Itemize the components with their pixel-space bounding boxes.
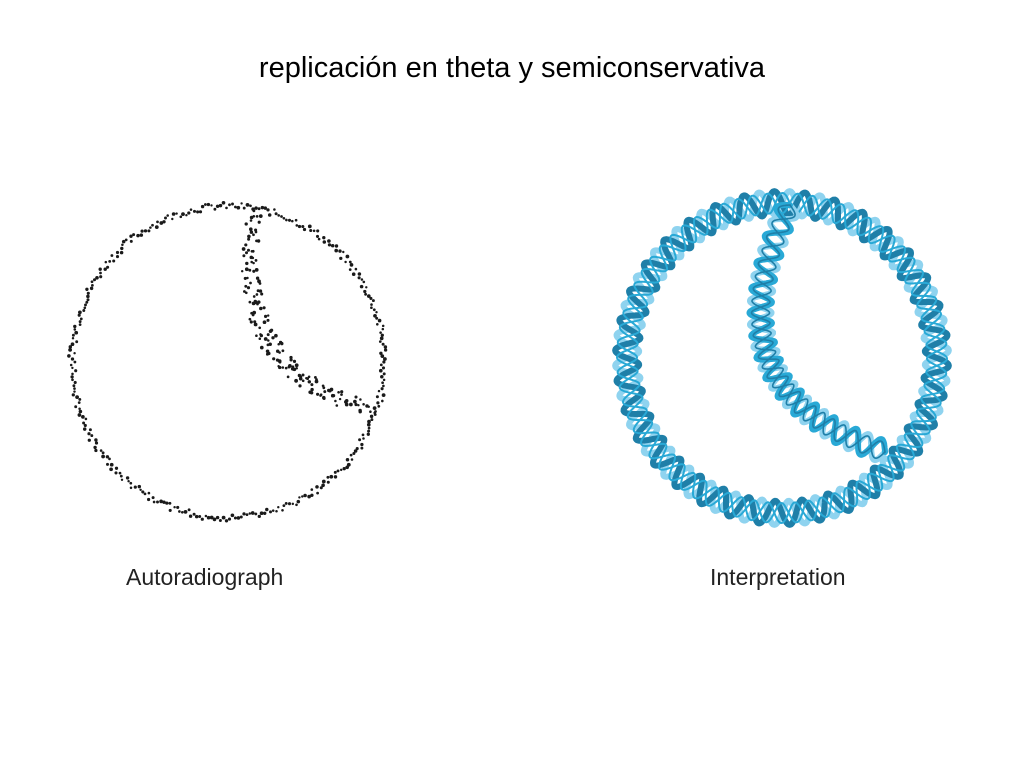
slide-title: replicación en theta y semiconservativa xyxy=(258,52,766,84)
interpretation-caption: Interpretation xyxy=(710,564,846,590)
interpretation-image xyxy=(612,188,952,528)
autoradiograph-caption: Autoradiograph xyxy=(126,564,284,590)
autoradiograph-image xyxy=(67,200,388,523)
